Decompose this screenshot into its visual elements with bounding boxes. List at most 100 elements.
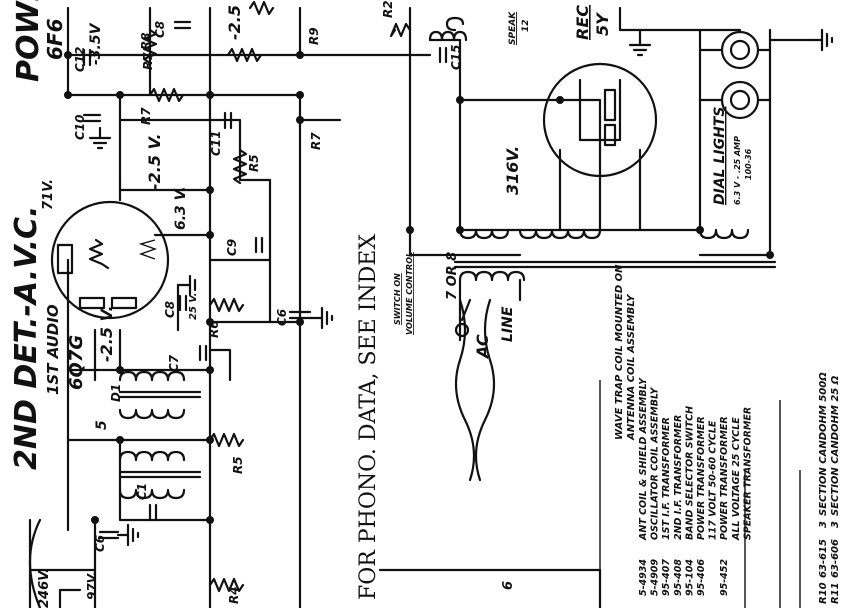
dial-lights-label: DIAL LIGHTS [712,107,728,205]
transformers [118,16,777,500]
dial-spec-label: 6.3 V - .25 AMP [733,136,742,205]
resistor-r7b [148,87,185,103]
legend-part-number: 95-406 [696,559,707,596]
resistors [142,0,412,593]
ref-r9: R9 [307,27,321,45]
legend-resistor-qty: 3 [830,521,841,528]
capacitor-c6a [288,310,312,320]
wiring [28,6,812,608]
ground-icon [116,523,140,547]
resistor-r2 [389,22,412,38]
ac-line-cord [454,298,496,482]
rec-label: REC [573,5,592,40]
ref-c6a: C6 [275,309,289,326]
legend-resistor-number: 63-615 [818,539,829,578]
legend-part-number: 95-452 [719,559,730,596]
dial-part-label: 100-36 [744,148,753,180]
voltage-25: 25 V. [188,293,199,320]
ref-c9: C9 [225,239,239,256]
legend-part-number: 95-408 [673,559,684,596]
capacitors [82,20,448,540]
ac-line-label-1: AC [473,334,492,360]
legend-part-desc: 117 VOLT 50-60 CYCLE [708,420,719,540]
ref-r7b: R7 [141,52,155,70]
voltage-neg35: -3.5V [88,22,104,65]
voltage-63: 6.3 V. [173,186,189,230]
legend-part-desc: 2ND I.F. TRANSFORMER [673,415,684,540]
ground-icon [308,306,334,330]
ref-c11: C11 [209,130,223,156]
capacitor-c7 [198,344,208,362]
audio-tube-label: 6Q7G [66,335,87,390]
ref-d1: D1 [109,384,123,402]
capacitor-c6b [98,530,120,540]
resistor-r5a [232,148,248,185]
capacitor-c10 [82,113,102,123]
capacitor-c8b [178,294,188,312]
legend-part-desc: ALL VOLTAGE 25 CYCLE [731,417,742,541]
ref-c10: C10 [73,114,87,140]
voltage-neg25c: -2.5 V. [97,305,116,362]
capacitor-c15 [438,46,448,64]
ref-r5a: R5 [247,154,261,172]
audio-num-label: 5 [94,420,110,430]
ref-r7c: R7 [309,132,323,150]
legend-resistor-qty: 3 [818,521,829,528]
legend-resistor-desc: SECTION CANDOHM 25 Ω [830,375,841,516]
rec-tube-label: 5Y [593,12,612,36]
tube-5y [542,62,658,178]
legend-wave-trap-2: ANTENNA COIL ASSEMBLY [626,293,637,441]
capacitor-c8a [173,20,192,30]
resistor-r7a [226,47,263,63]
det-label: 2ND DET.-A.V.C. [9,206,44,470]
volume-control-label: VOLUME CONTROL [405,252,414,335]
legend-resistor-number: 63-606 [830,539,841,578]
transformer-2 [118,450,186,462]
resistor-r6 [208,297,245,313]
legend-part-desc: OSCILLATOR COIL ASSEMBLY [650,386,661,540]
legend-resistor-desc: SECTION CANDOHM 500Ω [818,372,829,516]
ref-r5b: R5 [231,456,245,474]
capacitor-c1 [148,503,158,522]
ground-icon [628,28,652,57]
speaker-transformer [445,16,457,32]
six-label: 6 [501,581,516,590]
ref-r8: R8 [139,32,153,50]
phono-index-note: FOR PHONO. DATA, SEE INDEX [356,234,381,600]
legend-frame [599,380,801,608]
voltage-71: 71V. [41,179,56,210]
capacitor-c11 [223,111,233,130]
resistor-r5b [208,432,245,448]
resistor-r4 [208,577,245,593]
ac-line-label-2: LINE [500,306,516,342]
voltage-neg25a: -2.5 V. [225,0,244,40]
ref-r6: R6 [207,320,221,338]
ref-c1: C1 [135,483,149,500]
dial-lights-icon [698,28,772,120]
legend-part-number: 5-4909 [650,559,661,596]
junctions [64,51,774,524]
legend-part-number: 95-104 [684,559,695,596]
ground-symbols [88,28,834,547]
voltage-246: 246V. [37,568,52,608]
labels: POWE 6F6 2ND DET.-A.V.C. 1ST AUDIO 6Q7G … [9,0,753,608]
voltage-neg25b: -2.5 V. [145,133,164,190]
legend-wave-trap: WAVE TRAP COIL MOUNTED ON [614,264,625,440]
tube-power-partial [28,518,82,608]
ref-c8b: C8 [163,301,177,318]
speaker-num-label: 12 [521,19,531,32]
ref-c8a: C8 [153,21,167,38]
resistor-r8 [142,28,158,65]
ref-r2: R2 [381,0,395,18]
capacitor-c9 [254,236,264,254]
legend-resistor-ref: R10 [818,582,829,604]
legend-resistor-ref: R11 [830,582,841,604]
legend-part-desc: ANT COIL & SHIELD ASSEMBLY [638,377,649,541]
ref-c12: C12 [73,46,87,72]
ref-c6b: C6 [93,535,107,552]
power-transformer [458,228,510,240]
ground-icon [88,126,112,150]
power-label: POWE [11,0,46,82]
legend-part-number: 5-4934 [638,559,649,596]
tube-6q7g [50,178,170,320]
